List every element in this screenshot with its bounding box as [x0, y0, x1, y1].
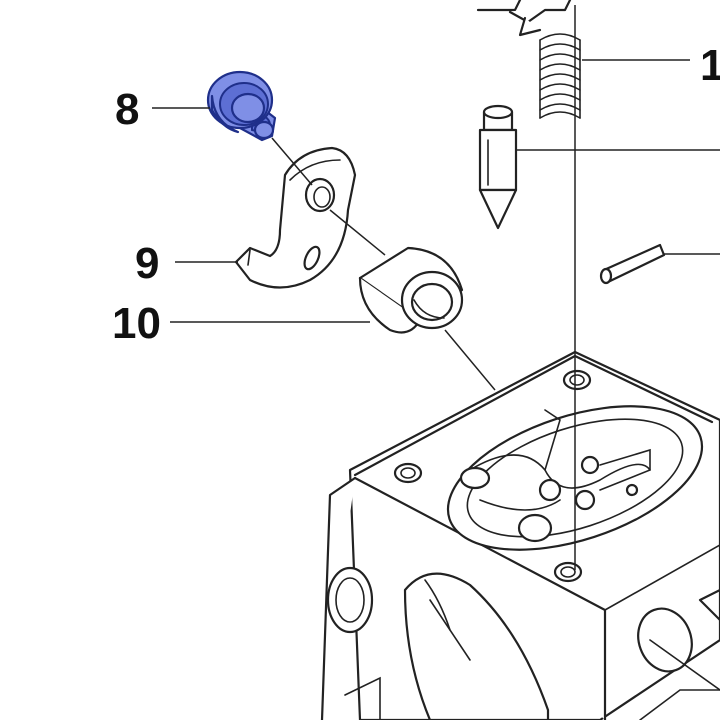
inlet-needle-spring-assembly — [476, 0, 666, 285]
spring — [539, 33, 581, 119]
callout-leaders — [152, 59, 720, 323]
callout-1x-partial: 1 — [700, 41, 720, 90]
part-9-lever-bracket[interactable] — [234, 146, 357, 289]
part-10-sleeve[interactable] — [358, 246, 464, 334]
carburetor-body — [320, 350, 720, 720]
callout-9: 9 — [135, 239, 159, 288]
part-8-screw[interactable] — [206, 70, 277, 142]
lever-pin — [599, 243, 666, 285]
assembly-axis-lines — [271, 5, 576, 570]
inlet-needle — [478, 104, 518, 230]
callout-10: 10 — [112, 299, 161, 348]
callout-8: 8 — [115, 85, 139, 134]
